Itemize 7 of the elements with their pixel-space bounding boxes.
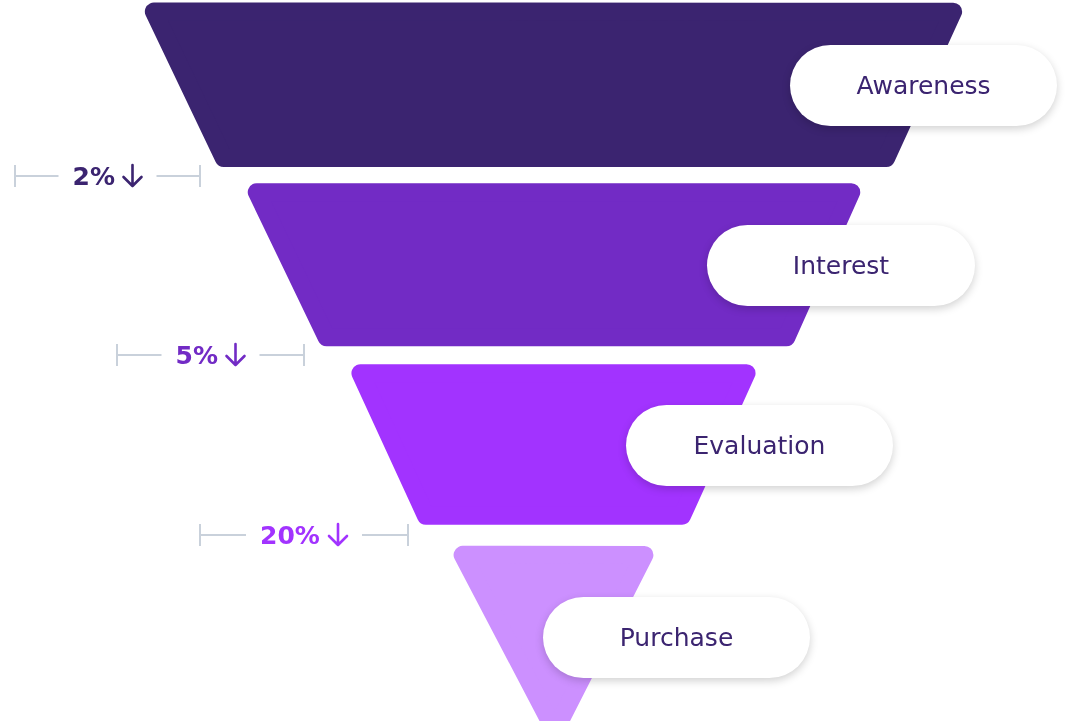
drop-rate: 5%	[175, 340, 218, 370]
stage-label: Purchase	[543, 597, 810, 678]
stage-label: Evaluation	[626, 405, 893, 486]
stage-label: Interest	[707, 225, 975, 306]
drop-rate: 20%	[260, 520, 320, 550]
drop-rate: 2%	[72, 161, 115, 191]
stage-label: Awareness	[790, 45, 1057, 126]
